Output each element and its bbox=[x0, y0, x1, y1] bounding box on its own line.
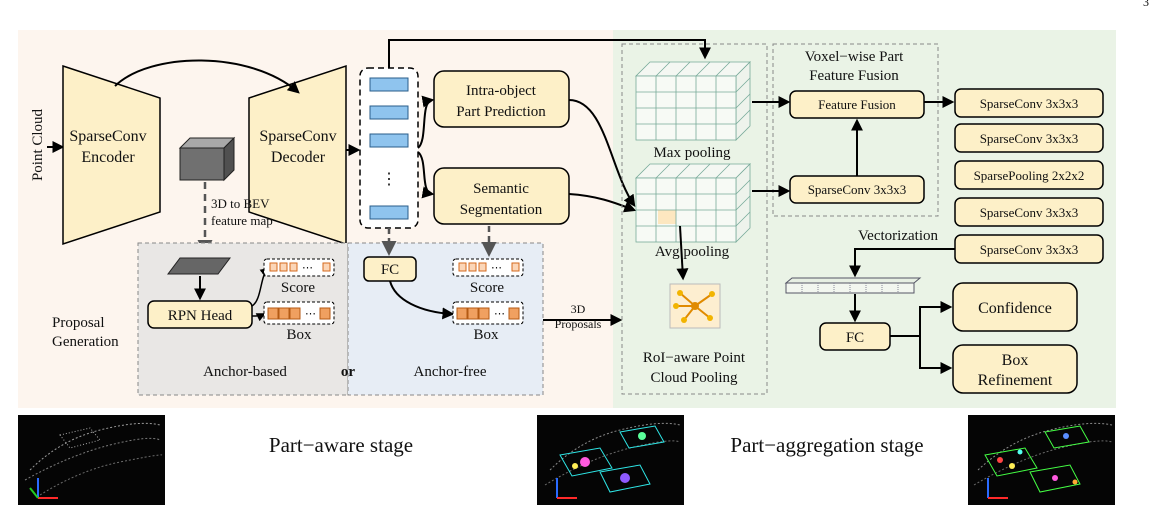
proposals-label-line1: 3D bbox=[571, 302, 586, 316]
vectorization-label: Vectorization bbox=[858, 228, 938, 244]
decoder-line2: Decoder bbox=[271, 149, 326, 166]
box-label-anchor-based: Box bbox=[286, 327, 312, 343]
fc-anchor-free-label: FC bbox=[381, 262, 399, 278]
score-cells-anchor-based bbox=[269, 262, 331, 272]
point-feature-column bbox=[359, 67, 419, 229]
proposal-generation-line1: Proposal bbox=[52, 315, 105, 331]
decoder-line1: SparseConv bbox=[259, 128, 336, 145]
feature-fusion-title-line1: Voxel−wise Part bbox=[805, 49, 904, 65]
score-dots-anchor-based: ⋯ bbox=[302, 262, 313, 274]
box-cubes-anchor-free bbox=[456, 307, 520, 320]
box-cubes-anchor-based bbox=[267, 307, 331, 320]
rpn-box-arrow bbox=[251, 313, 266, 322]
point-cloud-label: Point Cloud bbox=[30, 108, 46, 181]
feature-fusion-label: Feature Fusion bbox=[818, 97, 896, 112]
stack-to-vector-arrow bbox=[849, 248, 955, 278]
box-dots-anchor-based: ⋯ bbox=[305, 308, 316, 320]
segmentation-line1: Semantic bbox=[473, 181, 529, 197]
point-cloud-thumbnail-input bbox=[18, 415, 165, 505]
point-cloud-thumbnail-parts bbox=[537, 415, 684, 505]
voxel-points-icon bbox=[669, 283, 721, 329]
avg-pooling-grid-icon bbox=[635, 163, 751, 243]
flattened-vector-icon bbox=[784, 277, 922, 294]
proposal-generation-line2: Generation bbox=[52, 334, 119, 350]
max-pooling-label: Max pooling bbox=[653, 145, 731, 161]
fc-to-refinement-arrow bbox=[890, 335, 953, 374]
bev-cube-icon bbox=[178, 136, 236, 182]
part-prediction-line1: Intra-object bbox=[466, 83, 537, 99]
avg-pooling-label: Avg pooling bbox=[655, 244, 730, 260]
part-prediction-line2: Part Prediction bbox=[456, 104, 546, 120]
box-dots-anchor-free: ⋯ bbox=[494, 308, 505, 320]
max-pooling-grid-icon bbox=[635, 61, 751, 141]
bev-label-line1: 3D to BEV bbox=[211, 196, 270, 211]
rpn-head-label: RPN Head bbox=[168, 308, 233, 324]
stack-layer-3: SparsePooling 2x2x2 bbox=[974, 168, 1085, 183]
confidence-box bbox=[952, 282, 1078, 332]
sparseconv-encoder bbox=[62, 64, 161, 246]
box-refinement-box bbox=[952, 344, 1078, 394]
fc-to-box-arrow bbox=[389, 280, 455, 320]
or-label: or bbox=[341, 364, 356, 380]
roi-pooling-title-line2: Cloud Pooling bbox=[650, 370, 738, 386]
encoder-line1: SparseConv bbox=[69, 128, 146, 145]
voxel-zoom-arrow bbox=[676, 225, 689, 281]
point-cloud-thumbnail-refined bbox=[968, 415, 1115, 505]
bev-label-line2: feature map bbox=[211, 213, 273, 228]
part-to-roi-arrow bbox=[568, 99, 636, 207]
roi-pooling-panel bbox=[621, 43, 768, 395]
feature-fusion-panel bbox=[772, 43, 939, 217]
score-dots-anchor-free: ⋯ bbox=[491, 262, 502, 274]
fc-head-label: FC bbox=[846, 330, 864, 346]
bev-plane-icon bbox=[167, 257, 231, 275]
box-refinement-line1: Box bbox=[1002, 352, 1029, 369]
rpn-head bbox=[147, 300, 253, 329]
skip-connection-arrow bbox=[114, 59, 300, 94]
score-label-anchor-based: Score bbox=[281, 280, 315, 296]
feature-dots: ⋮ bbox=[381, 171, 397, 188]
sparse-stack bbox=[954, 88, 1104, 264]
stack-layer-1: SparseConv 3x3x3 bbox=[980, 96, 1079, 111]
box-label-anchor-free: Box bbox=[473, 327, 499, 343]
segmentation-line2: Segmentation bbox=[460, 202, 543, 218]
feature-fusion-title-line2: Feature Fusion bbox=[809, 68, 899, 84]
score-cells-anchor-free bbox=[458, 262, 520, 272]
roi-pooling-title-line1: RoI−aware Point bbox=[643, 350, 746, 366]
confidence-label: Confidence bbox=[978, 300, 1052, 317]
score-label-anchor-free: Score bbox=[470, 280, 504, 296]
proposals-label-line2: Proposals bbox=[555, 317, 602, 331]
part-aggregation-stage-label: Part−aggregation stage bbox=[730, 433, 923, 457]
features-to-part-arrow bbox=[417, 95, 435, 149]
feature-blocks bbox=[369, 77, 409, 220]
features-to-roi-arrow bbox=[388, 39, 711, 68]
seg-to-roi-arrow bbox=[568, 193, 637, 213]
page-number: 3 bbox=[1143, 0, 1149, 9]
box-refinement-line2: Refinement bbox=[978, 372, 1053, 389]
stack-layer-2: SparseConv 3x3x3 bbox=[980, 131, 1079, 146]
stack-layer-4: SparseConv 3x3x3 bbox=[980, 205, 1079, 220]
encoder-line2: Encoder bbox=[81, 149, 135, 166]
part-aware-stage-label: Part−aware stage bbox=[269, 433, 413, 457]
anchor-based-label: Anchor-based bbox=[203, 364, 287, 380]
stack-layer-5: SparseConv 3x3x3 bbox=[980, 242, 1079, 257]
anchor-free-label: Anchor-free bbox=[414, 364, 487, 380]
fusion-sparseconv-label: SparseConv 3x3x3 bbox=[808, 182, 907, 197]
features-to-seg-arrow bbox=[417, 151, 435, 199]
